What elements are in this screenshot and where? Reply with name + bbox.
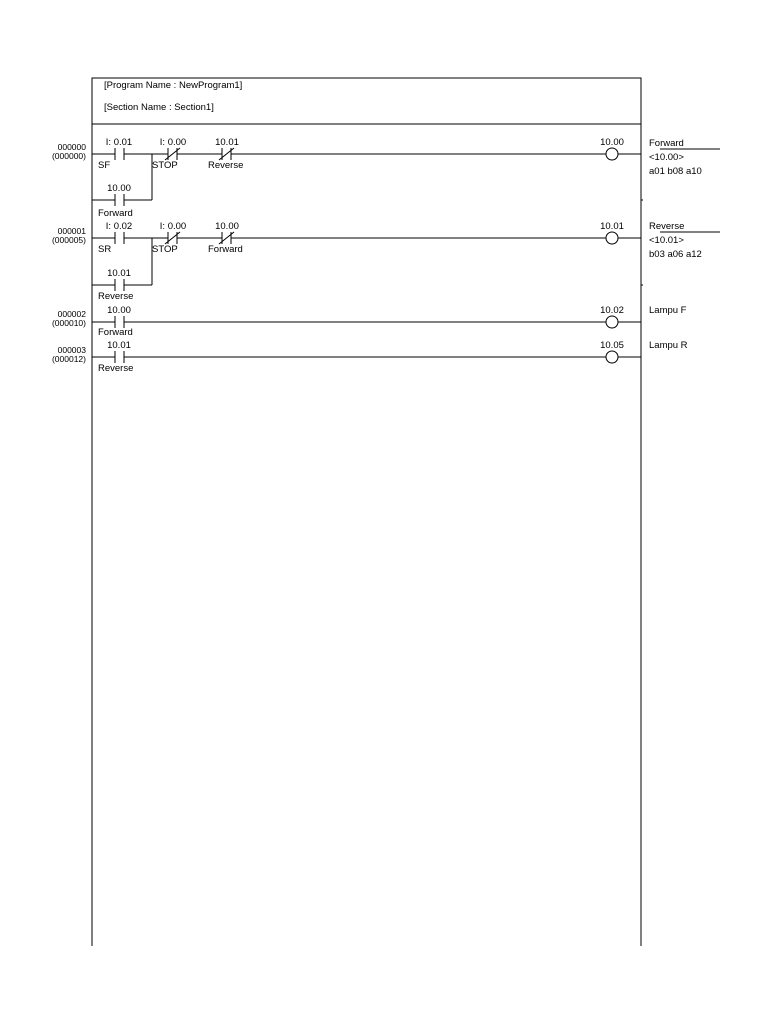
coil-name: Forward <box>649 138 684 149</box>
contact-comment: Forward <box>98 327 133 338</box>
output-coil[interactable] <box>605 147 619 161</box>
output-coil[interactable] <box>605 231 619 245</box>
nc-contact[interactable] <box>164 147 181 161</box>
contact-address: 10.00 <box>215 221 239 232</box>
nc-contact[interactable] <box>218 231 235 245</box>
contact-address: 10.01 <box>107 268 131 279</box>
coil-name: Lampu R <box>649 340 688 351</box>
contact-address: 10.00 <box>107 183 131 194</box>
contact-address: I: 0.00 <box>160 137 186 148</box>
rung-0: 000000 (000000) I: 0.01 SF I: 0.00 STOP <box>52 137 720 219</box>
contact-comment: Forward <box>98 208 133 219</box>
coil-xref: b03 a06 a12 <box>649 249 702 260</box>
no-contact[interactable] <box>114 351 125 363</box>
rung-number: 000001 <box>58 226 87 236</box>
contact-comment: Reverse <box>98 291 133 302</box>
output-coil[interactable] <box>605 350 619 364</box>
nc-contact[interactable] <box>218 147 235 161</box>
contact-address: I: 0.00 <box>160 221 186 232</box>
rung-3: 000003 (000012) 10.01 Reverse 10.05 Lamp… <box>52 340 688 374</box>
contact-address: I: 0.01 <box>106 137 132 148</box>
rung-step: (000010) <box>52 318 86 328</box>
contact-address: I: 0.02 <box>106 221 132 232</box>
contact-comment: Reverse <box>208 160 243 171</box>
section-name: [Section Name : Section1] <box>104 102 214 113</box>
program-name: [Program Name : NewProgram1] <box>104 80 242 91</box>
contact-address: 10.00 <box>107 305 131 316</box>
coil-ref: <10.01> <box>649 235 684 246</box>
rung-1: 000001 (000005) I: 0.02 SR I: 0.00 STOP … <box>52 221 720 302</box>
contact-comment: SF <box>98 160 110 171</box>
coil-name: Lampu F <box>649 305 687 316</box>
contact-comment: STOP <box>152 244 178 255</box>
no-contact[interactable] <box>114 148 125 160</box>
no-contact[interactable] <box>114 279 125 291</box>
rung-step: (000005) <box>52 235 86 245</box>
contact-comment: Forward <box>208 244 243 255</box>
rung-number: 000002 <box>58 309 87 319</box>
coil-address: 10.01 <box>600 221 624 232</box>
no-contact[interactable] <box>114 194 125 206</box>
contact-address: 10.01 <box>107 340 131 351</box>
rung-step: (000000) <box>52 151 86 161</box>
contact-comment: Reverse <box>98 363 133 374</box>
contact-address: 10.01 <box>215 137 239 148</box>
output-coil[interactable] <box>605 315 619 329</box>
coil-address: 10.05 <box>600 340 624 351</box>
no-contact[interactable] <box>114 232 125 244</box>
no-contact[interactable] <box>114 316 125 328</box>
rung-number: 000000 <box>58 142 87 152</box>
coil-address: 10.02 <box>600 305 624 316</box>
rung-2: 000002 (000010) 10.00 Forward 10.02 Lamp… <box>52 305 687 338</box>
rung-step: (000012) <box>52 354 86 364</box>
coil-name: Reverse <box>649 221 684 232</box>
contact-comment: SR <box>98 244 111 255</box>
contact-comment: STOP <box>152 160 178 171</box>
nc-contact[interactable] <box>164 231 181 245</box>
coil-address: 10.00 <box>600 137 624 148</box>
coil-ref: <10.00> <box>649 152 684 163</box>
header-box <box>91 77 642 125</box>
coil-xref: a01 b08 a10 <box>649 166 702 177</box>
rung-number: 000003 <box>58 345 87 355</box>
